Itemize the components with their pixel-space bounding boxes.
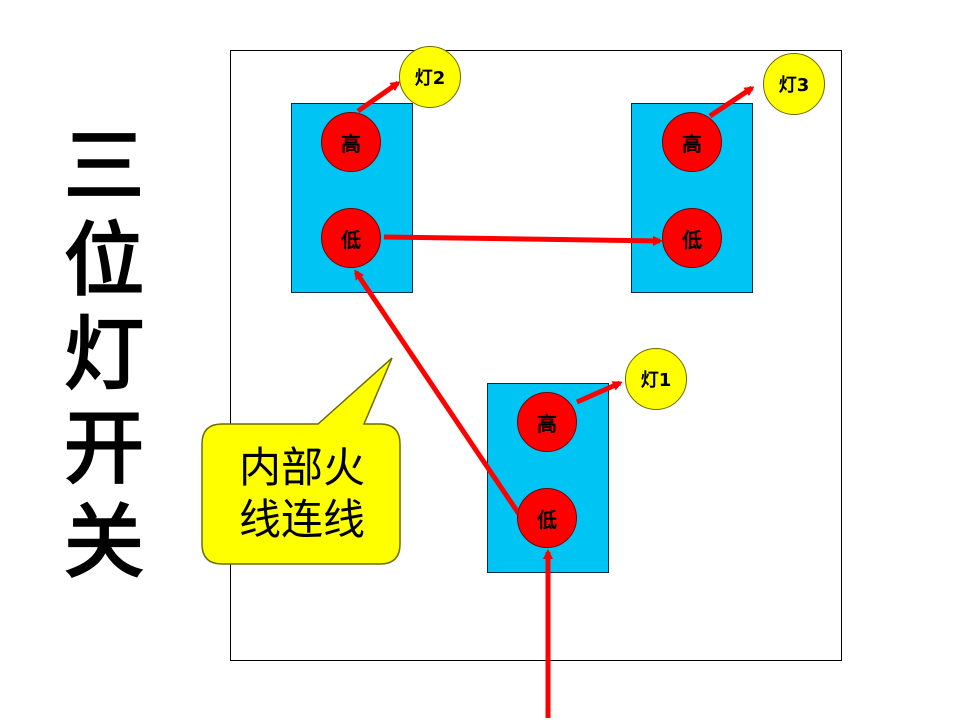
lamp-3: 灯3 (763, 53, 825, 115)
title-char: 关 (64, 496, 144, 589)
lamp-2: 灯2 (399, 46, 461, 108)
lamp-1: 灯1 (625, 348, 687, 410)
callout-line-2: 线连线 (238, 495, 365, 544)
terminal-low-top-right: 低 (662, 208, 722, 268)
wire-topleft-high-to-lamp2 (356, 80, 401, 114)
title-char: 三 (64, 120, 144, 213)
wire-topright-high-to-lamp3 (708, 85, 755, 119)
title-char: 位 (64, 214, 144, 307)
terminal-high-bottom: 高 (517, 392, 577, 452)
terminal-high-top-left: 高 (321, 112, 381, 172)
wire-bottom-high-to-lamp1 (575, 380, 623, 405)
title-char: 灯 (64, 308, 144, 401)
terminal-low-top-left: 低 (321, 208, 381, 268)
terminal-low-bottom: 低 (517, 488, 577, 548)
terminal-high-top-right: 高 (662, 112, 722, 172)
callout-bubble (201, 357, 401, 565)
callout-line-1: 内部火 (238, 443, 365, 492)
vertical-title: 三 位 灯 开 关 (62, 120, 146, 590)
wire-bottom-low-to-topleft-low (353, 269, 524, 519)
callout-label: 内部火 线连线 (205, 424, 399, 564)
title-char: 开 (64, 402, 144, 495)
wire-topleft-low-to-topright-low (383, 234, 663, 246)
